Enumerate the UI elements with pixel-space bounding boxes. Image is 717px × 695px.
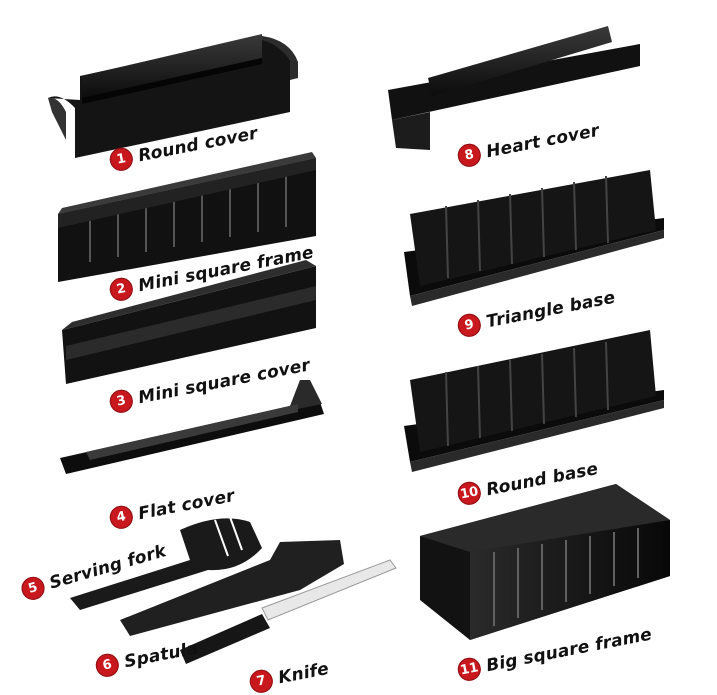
number-badge: 9: [455, 311, 483, 339]
utensils-part: [70, 516, 397, 664]
number-badge: 4: [107, 503, 135, 531]
triangle-base-part: [404, 170, 664, 306]
number-badge: 2: [107, 275, 135, 303]
mini-square-cover-part: [62, 260, 316, 384]
round-cover-part: [48, 34, 298, 158]
number-badge: 11: [455, 655, 483, 683]
heart-cover-part: [388, 26, 640, 150]
flat-cover-part: [60, 380, 324, 474]
number-badge: 10: [455, 479, 483, 507]
mini-square-frame-part: [58, 152, 316, 282]
number-badge: 3: [107, 387, 135, 415]
big-square-frame-part: [420, 484, 670, 640]
number-badge: 1: [107, 145, 135, 173]
round-base-part: [404, 330, 664, 472]
number-badge: 6: [93, 651, 121, 679]
number-badge: 8: [455, 141, 483, 169]
